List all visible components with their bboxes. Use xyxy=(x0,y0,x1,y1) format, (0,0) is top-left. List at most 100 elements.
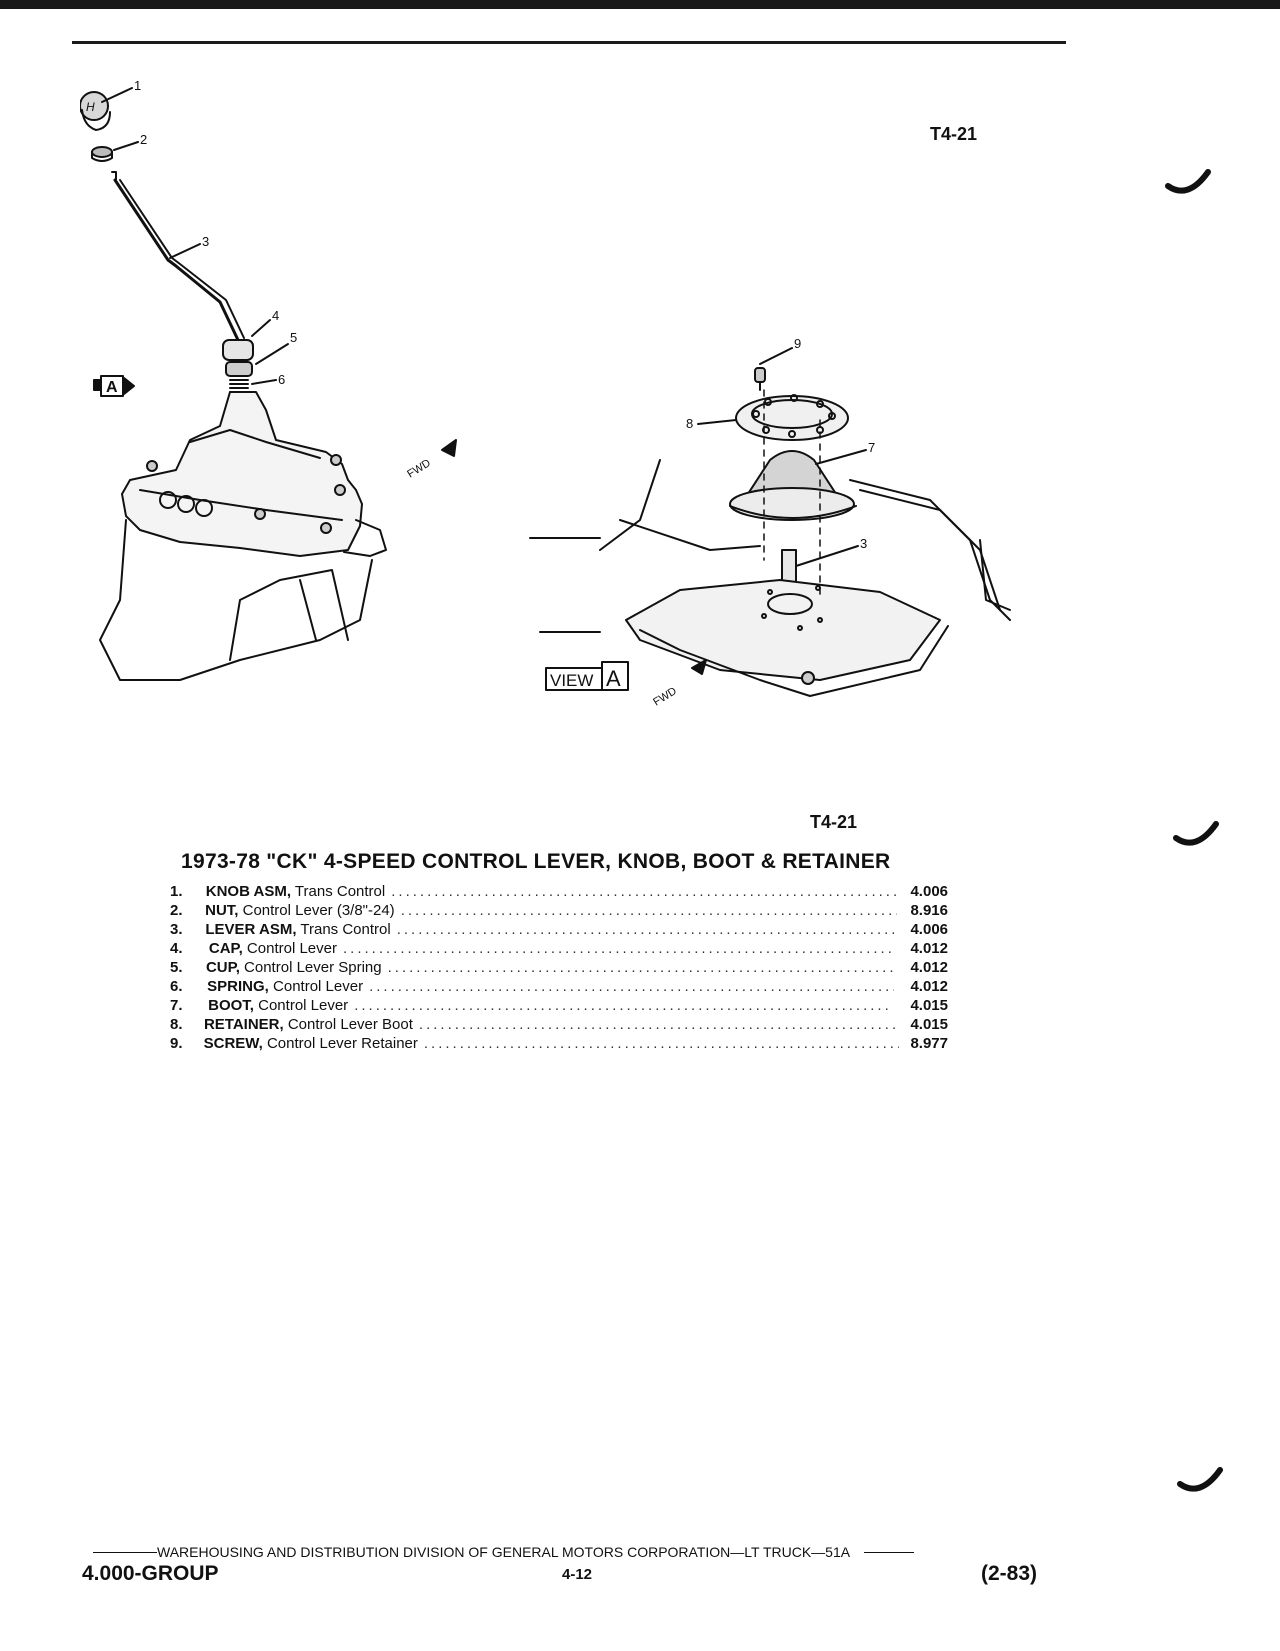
view-a-label-box xyxy=(545,661,629,691)
part-group-code: 8.977 xyxy=(910,1035,948,1052)
footer-rule-left xyxy=(93,1551,157,1553)
leader-dots xyxy=(397,920,897,939)
part-number: 8. xyxy=(170,1016,183,1033)
part-name: KNOB ASM, Trans Control xyxy=(206,882,386,901)
callout-4: 4 xyxy=(272,308,279,323)
leader-dots xyxy=(401,901,897,920)
figure-code-bottom: T4-21 xyxy=(810,812,858,832)
lever-spring xyxy=(229,379,249,393)
part-number: 2. xyxy=(170,902,183,919)
fwd-arrow-left xyxy=(441,439,457,457)
part-name-rest: Control Lever xyxy=(253,997,349,1014)
lever-cap xyxy=(222,339,254,361)
part-name: SPRING, Control Lever xyxy=(207,977,363,996)
part-name-bold: SPRING, xyxy=(207,978,269,995)
part-name: CAP, Control Lever xyxy=(209,939,337,958)
figure-code-top: T4-21 xyxy=(930,124,978,144)
footer-division-line: WAREHOUSING AND DISTRIBUTION DIVISION OF… xyxy=(93,1544,1053,1560)
screw xyxy=(754,367,766,391)
part-group-code: 4.015 xyxy=(910,997,948,1014)
part-number: 9. xyxy=(170,1035,183,1052)
part-row: 5. CUP, Control Lever Spring 4.012 xyxy=(170,958,948,977)
part-number: 6. xyxy=(170,978,183,995)
section-title: 1973-78 "CK" 4-SPEED CONTROL LEVER, KNOB… xyxy=(181,850,891,873)
footer-group: 4.000-GROUP xyxy=(82,1562,219,1585)
footer-page-number: 4-12 xyxy=(562,1566,593,1583)
part-group-code: 4.006 xyxy=(910,921,949,938)
part-name-bold: CUP, xyxy=(205,959,240,976)
part-group-code: 4.012 xyxy=(910,959,948,976)
part-row: 1. KNOB ASM, Trans Control 4.006 xyxy=(170,882,948,901)
callout-5: 5 xyxy=(290,330,297,345)
part-name-bold: KNOB ASM, xyxy=(205,883,292,900)
part-number: 7. xyxy=(170,997,183,1014)
callout-3: 3 xyxy=(202,234,209,249)
binder-hole-mark-1 xyxy=(1165,169,1211,194)
lever-nut xyxy=(91,146,113,162)
part-row: 6. SPRING, Control Lever 4.012 xyxy=(170,977,948,996)
part-name: SCREW, Control Lever Retainer xyxy=(204,1034,418,1053)
part-number: 4. xyxy=(170,940,183,957)
part-name-rest: Control Lever Spring xyxy=(239,959,382,976)
header-rule xyxy=(72,41,1066,44)
exploded-view-illustration: H xyxy=(80,80,1011,709)
binder-hole-mark-3 xyxy=(1177,1467,1223,1492)
callout-6: 6 xyxy=(278,372,285,387)
part-row: 8. RETAINER, Control Lever Boot 4.015 xyxy=(170,1015,948,1034)
svg-text:H: H xyxy=(86,100,95,114)
part-number: 3. xyxy=(170,921,183,938)
view-a-badge xyxy=(93,375,135,397)
part-row: 3. LEVER ASM, Trans Control 4.006 xyxy=(170,920,948,939)
footer-rule-right xyxy=(864,1551,915,1553)
part-name-rest: Control Lever (3/8"-24) xyxy=(238,902,395,919)
view-letter: A xyxy=(606,666,621,691)
leader-dots xyxy=(391,882,896,901)
binder-hole-mark-2 xyxy=(1173,821,1219,846)
part-row: 7. BOOT, Control Lever 4.015 xyxy=(170,996,948,1015)
callout-7: 7 xyxy=(868,440,875,455)
part-name-bold: CAP, xyxy=(208,940,243,957)
leader-dots xyxy=(419,1015,898,1034)
leader-dots xyxy=(354,996,893,1015)
part-group-code: 4.006 xyxy=(910,883,949,900)
footer-division: WAREHOUSING AND DISTRIBUTION DIVISION OF… xyxy=(157,1544,851,1560)
shift-knob: H xyxy=(80,91,111,131)
fwd-label-right: FWD xyxy=(651,685,679,708)
part-name-bold: NUT, xyxy=(205,902,239,919)
parts-list: 1. KNOB ASM, Trans Control 4.006 2. NUT,… xyxy=(170,882,948,1053)
part-name: NUT, Control Lever (3/8"-24) xyxy=(205,901,395,920)
part-number: 5. xyxy=(170,959,183,976)
part-name: BOOT, Control Lever xyxy=(208,996,348,1015)
part-name-rest: Control Lever xyxy=(268,978,364,995)
part-name: CUP, Control Lever Spring xyxy=(206,958,382,977)
leader-dots xyxy=(343,939,892,958)
callout-8: 8 xyxy=(686,416,693,431)
part-name: LEVER ASM, Trans Control xyxy=(205,920,390,939)
part-group-code: 8.916 xyxy=(910,902,948,919)
part-name-bold: RETAINER, xyxy=(203,1016,284,1033)
part-group-code: 4.012 xyxy=(910,978,948,995)
part-row: 9. SCREW, Control Lever Retainer 8.977 xyxy=(170,1034,948,1053)
part-name-bold: SCREW, xyxy=(203,1035,263,1052)
transmission-case xyxy=(99,391,387,681)
floor-pan xyxy=(529,459,1011,697)
part-name-bold: BOOT, xyxy=(208,997,254,1014)
part-name-rest: Trans Control xyxy=(291,883,386,900)
spring-cup xyxy=(225,361,253,377)
callout-9: 9 xyxy=(794,336,801,351)
leader-dots xyxy=(424,1034,899,1053)
boot-retainer xyxy=(735,394,849,441)
part-name-rest: Control Lever Retainer xyxy=(262,1035,418,1052)
control-lever-shaft xyxy=(111,171,245,342)
part-row: 2. NUT, Control Lever (3/8"-24) 8.916 xyxy=(170,901,948,920)
view-label: VIEW xyxy=(550,671,593,690)
leader-dots xyxy=(388,958,896,977)
part-name: RETAINER, Control Lever Boot xyxy=(204,1015,413,1034)
callout-2: 2 xyxy=(140,132,147,147)
part-number: 1. xyxy=(170,883,183,900)
callout-3b: 3 xyxy=(860,536,867,551)
part-row: 4. CAP, Control Lever 4.012 xyxy=(170,939,948,958)
part-name-rest: Control Lever Boot xyxy=(283,1016,413,1033)
fwd-label-left: FWD xyxy=(405,457,433,480)
part-name-rest: Control Lever xyxy=(242,940,337,957)
